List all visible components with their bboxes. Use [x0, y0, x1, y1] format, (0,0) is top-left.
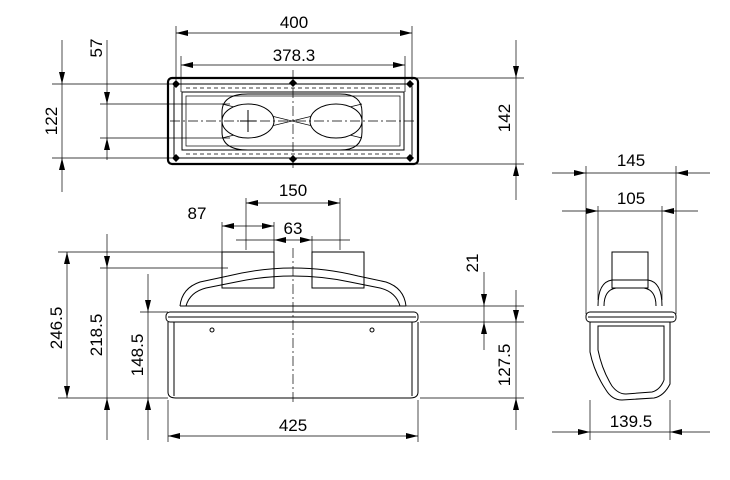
dim-145-label: 145: [617, 151, 645, 170]
side-dome-outer: [597, 279, 663, 307]
corner-screws: [172, 79, 414, 163]
dim-139-5-label: 139.5: [610, 412, 653, 431]
front-spigot-left: [221, 251, 275, 289]
front-flange: [165, 311, 419, 323]
front-dimension-lines: [58, 198, 524, 442]
dim-127-5-label: 127.5: [495, 344, 514, 387]
front-spigot-right: [311, 251, 365, 289]
front-view: [165, 248, 419, 402]
dim-122-label: 122: [42, 107, 61, 135]
top-view: [166, 70, 420, 168]
top-dimension-lines: [52, 26, 524, 200]
side-box-inner: [597, 325, 665, 395]
side-box-outer: [589, 322, 671, 401]
side-view: [585, 251, 677, 401]
dim-218-5-label: 218.5: [87, 314, 106, 357]
dim-21-label: 21: [463, 254, 482, 273]
side-flange: [585, 311, 677, 323]
side-dimension-lines: [552, 166, 710, 440]
front-screw-left: [209, 327, 215, 333]
dim-425-label: 425: [279, 416, 307, 435]
dim-105-label: 105: [617, 189, 645, 208]
dim-378-3-label: 378.3: [273, 46, 316, 65]
front-screw-right: [369, 327, 375, 333]
dim-142-label: 142: [495, 104, 514, 132]
dim-246-5-label: 246.5: [47, 307, 66, 350]
dim-87-label: 87: [188, 204, 207, 223]
dim-148-5-label: 148.5: [128, 334, 147, 377]
dim-400-label: 400: [280, 13, 308, 32]
dim-150-label: 150: [279, 181, 307, 200]
top-housing-outline: [221, 93, 363, 151]
dim-63-label: 63: [284, 219, 303, 238]
dim-57-label: 57: [87, 39, 106, 58]
side-dome-inner: [603, 287, 657, 307]
side-spigot: [611, 251, 649, 289]
